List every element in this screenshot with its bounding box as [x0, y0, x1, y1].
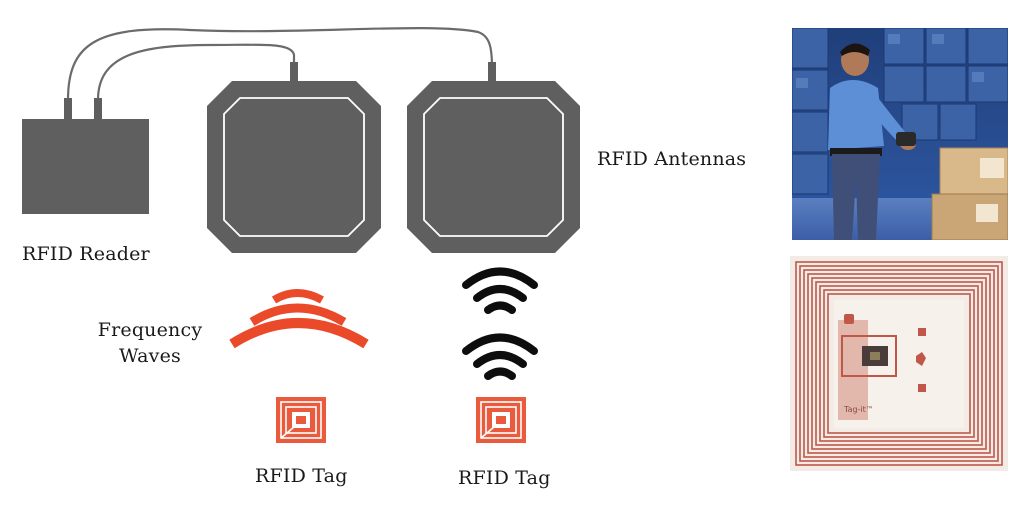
orange-wave-arc-1	[271, 289, 324, 304]
rfid-tag-label-right: RFID Tag	[458, 467, 551, 489]
wifi-lower-arc-inner	[484, 367, 516, 380]
antenna-2-body	[407, 81, 580, 253]
rfid-tag-inlay-photo: Tag-it™	[790, 256, 1008, 471]
antenna-2-outline	[423, 97, 564, 237]
wifi-lower-arc-middle	[473, 351, 527, 368]
wifi-icon	[462, 333, 538, 380]
rfid-reader-label: RFID Reader	[22, 243, 150, 265]
orange-wave-arc-3	[229, 318, 369, 349]
wifi-upper-arc-outer	[462, 267, 538, 289]
wifi-lower-arc-outer	[462, 333, 538, 355]
cables	[66, 27, 494, 101]
tag-it-chip-label: Tag-it™	[843, 405, 874, 414]
frequency-waves-label: Frequency Waves	[90, 319, 210, 369]
orange-wave-arc-2	[249, 303, 347, 326]
reader-connector-left	[64, 98, 72, 120]
rfid-tag-icon	[476, 397, 526, 443]
rfid-tag-label-left: RFID Tag	[255, 465, 348, 487]
antenna-1-outline	[223, 97, 365, 237]
frequency-waves-line-1: Frequency	[97, 319, 203, 341]
rfid-antenna-1	[207, 62, 381, 253]
reader-connector-right	[94, 98, 102, 120]
rfid-reader	[22, 98, 149, 214]
wifi-upper-arc-inner	[484, 301, 516, 314]
signal-arc-icon	[229, 289, 369, 349]
frequency-waves-line-2: Waves	[119, 344, 181, 367]
wifi-icon	[462, 267, 538, 314]
wifi-upper-arc-middle	[473, 285, 527, 302]
warehouse-scanning-photo	[792, 28, 1008, 240]
cable-reader-to-antenna-2	[66, 27, 494, 101]
rfid-tag-icon	[276, 397, 326, 443]
rfid-antenna-2	[407, 62, 580, 253]
antenna-1-connector	[290, 62, 298, 82]
cable-reader-to-antenna-1	[96, 43, 296, 101]
rfid-reader-box	[22, 119, 149, 214]
antenna-2-connector	[488, 62, 496, 82]
antenna-1-body	[207, 81, 381, 253]
rfid-antennas-label: RFID Antennas	[597, 148, 747, 170]
